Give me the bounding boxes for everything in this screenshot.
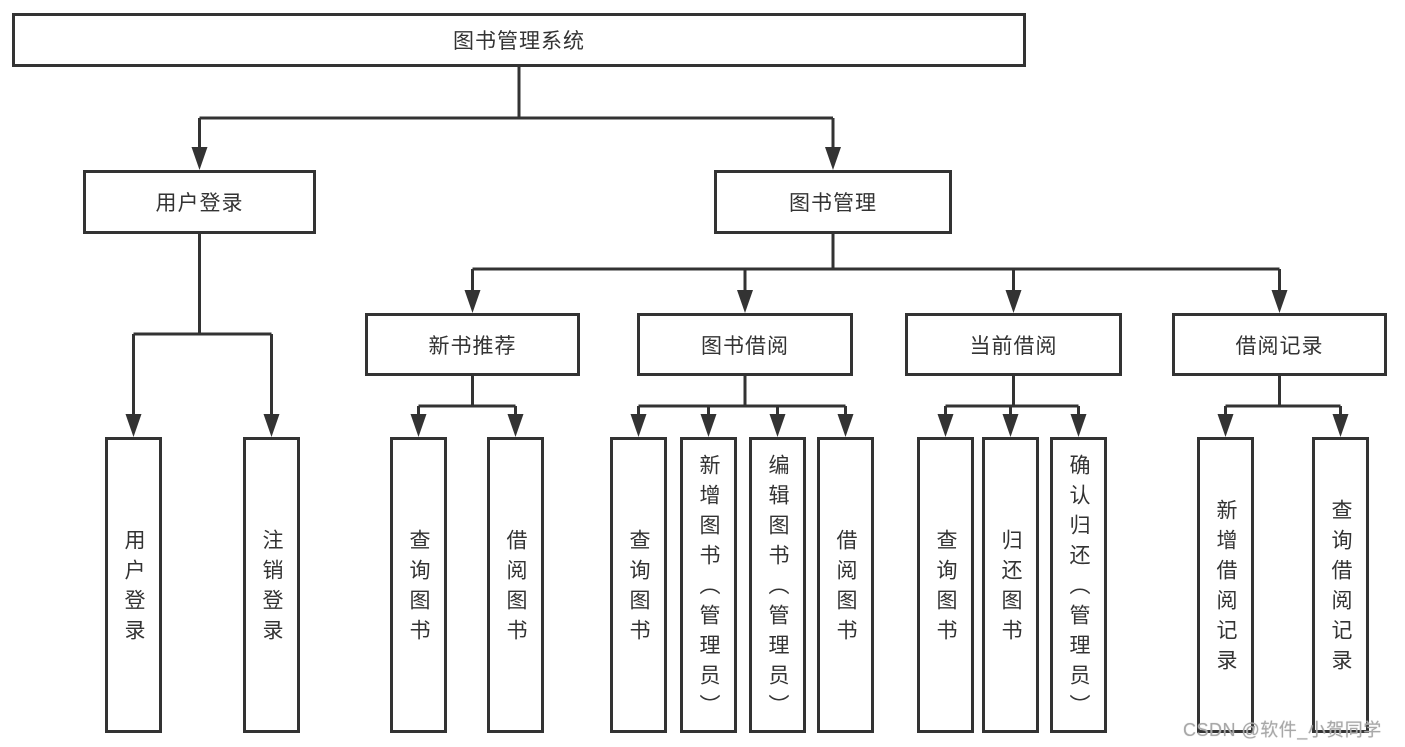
node-label: 归还图书 (999, 529, 1022, 649)
node-label: 新增借阅记录 (1214, 499, 1237, 679)
node-book-management: 图书管理 (714, 170, 952, 234)
leaf-query-book-current: 查询图书 (917, 437, 974, 733)
node-book-borrow: 图书借阅 (637, 313, 853, 376)
node-label: 编辑图书（管理员） (766, 454, 789, 724)
leaf-add-book-admin: 新增图书（管理员） (680, 437, 737, 733)
leaf-add-borrow-record: 新增借阅记录 (1197, 437, 1254, 733)
node-label: 用户登录 (122, 529, 145, 649)
node-new-book-recommend: 新书推荐 (365, 313, 580, 376)
node-label: 查询图书 (407, 529, 430, 649)
node-label: 用户登录 (155, 192, 244, 215)
node-label: 查询图书 (934, 529, 957, 649)
node-label: 图书管理 (789, 192, 877, 215)
node-current-borrow: 当前借阅 (905, 313, 1122, 376)
node-borrow-records: 借阅记录 (1172, 313, 1387, 376)
node-label: 查询借阅记录 (1329, 499, 1352, 679)
csdn-watermark: CSDN @软件_小贺同学 (1183, 720, 1382, 740)
node-user-login: 用户登录 (83, 170, 316, 234)
node-label: 新书推荐 (428, 334, 517, 358)
leaf-edit-book-admin: 编辑图书（管理员） (749, 437, 806, 733)
leaf-query-book-recommend: 查询图书 (390, 437, 447, 733)
leaf-user-login: 用户登录 (105, 437, 162, 733)
node-label: 新增图书（管理员） (697, 454, 720, 724)
leaf-borrow-book-recommend: 借阅图书 (487, 437, 544, 733)
node-label: 图书管理系统 (453, 30, 585, 53)
leaf-borrow-book: 借阅图书 (817, 437, 874, 733)
node-label: 借阅记录 (1235, 334, 1324, 358)
leaf-query-borrow-record: 查询借阅记录 (1312, 437, 1369, 733)
node-label: 确认归还（管理员） (1067, 454, 1090, 724)
leaf-query-book-borrow: 查询图书 (610, 437, 667, 733)
node-label: 图书借阅 (701, 334, 789, 358)
node-label: 注销登录 (260, 529, 283, 649)
node-label: 当前借阅 (969, 334, 1058, 358)
leaf-confirm-return-admin: 确认归还（管理员） (1050, 437, 1107, 733)
leaf-logout-login: 注销登录 (243, 437, 300, 733)
leaf-return-book: 归还图书 (982, 437, 1039, 733)
node-root-system: 图书管理系统 (12, 13, 1026, 67)
node-label: 借阅图书 (834, 529, 857, 649)
arrowheads (125, 147, 1349, 437)
node-label: 借阅图书 (504, 529, 527, 649)
node-label: 查询图书 (627, 529, 650, 649)
